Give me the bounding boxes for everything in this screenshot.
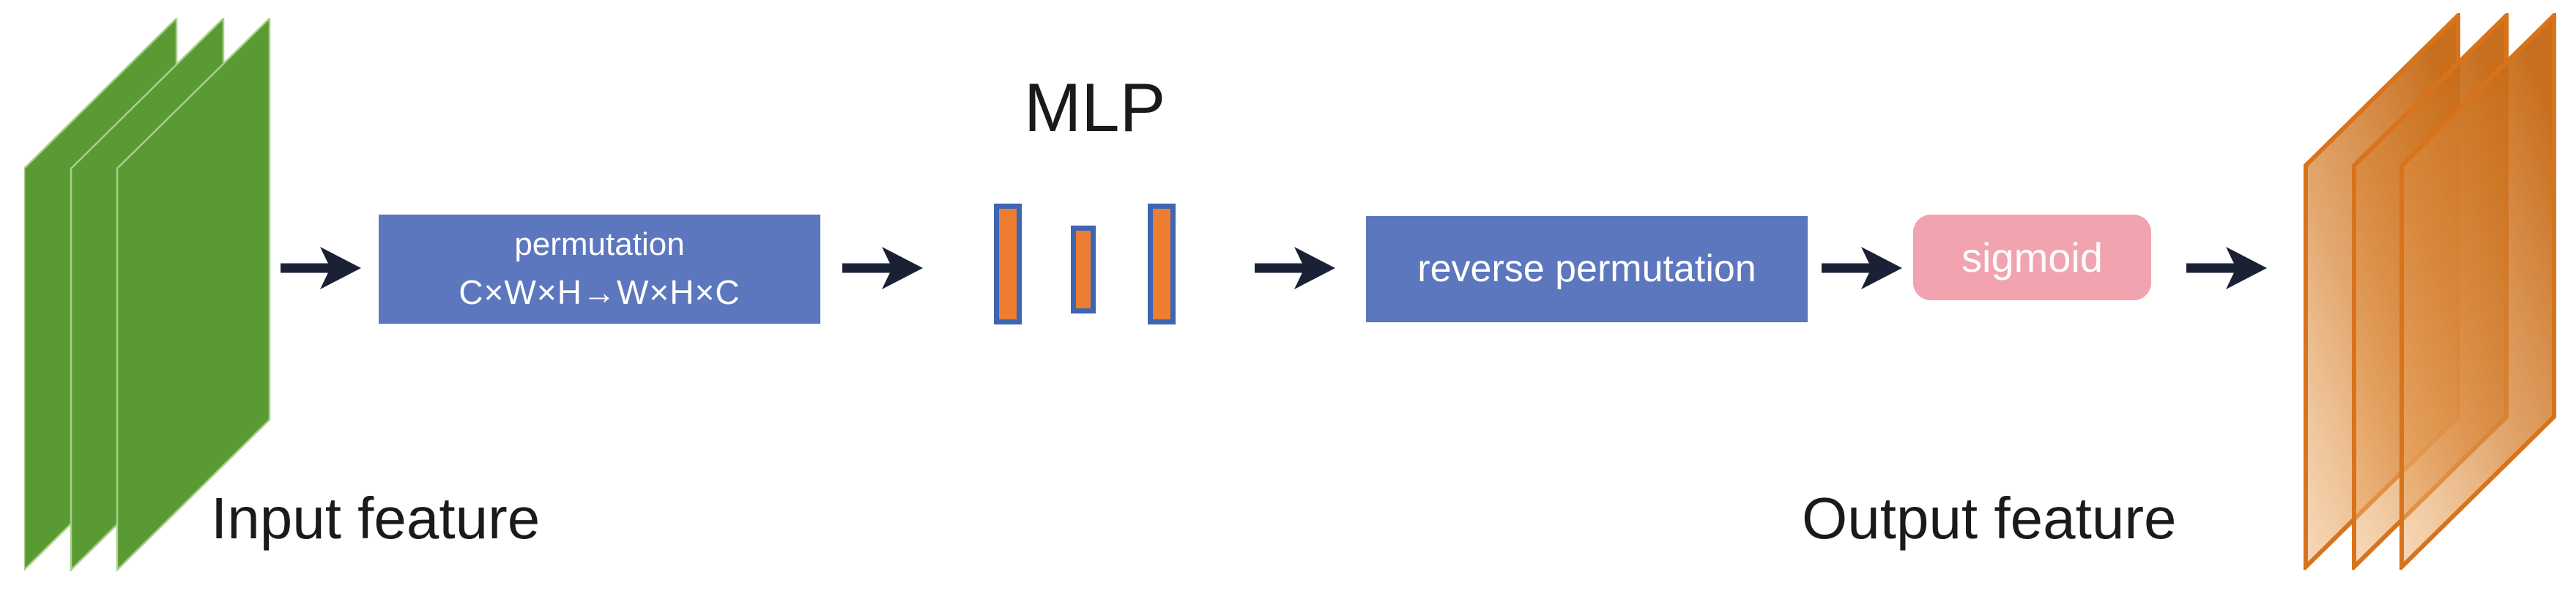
flow-arrow-4	[1822, 247, 1902, 289]
input-feature-stack-icon	[24, 18, 271, 572]
output-feature-label: Output feature	[1802, 486, 2177, 551]
output-feature-stack-icon	[2304, 13, 2556, 570]
flow-arrow-1	[281, 247, 361, 289]
mlp-layer-bar-2	[1071, 226, 1096, 313]
input-plane-front	[116, 18, 271, 572]
output-plane-front	[2399, 13, 2556, 570]
permutation-box: permutation C×W×H→W×H×C	[379, 215, 820, 324]
reverse-permutation-box: reverse permutation	[1366, 216, 1808, 322]
mlp-layer-bar-1	[994, 204, 1022, 324]
input-feature-label: Input feature	[211, 486, 541, 551]
reverse-permutation-box-title: reverse permutation	[1417, 247, 1756, 290]
sigmoid-box-title: sigmoid	[1961, 234, 2103, 281]
flow-arrow-2	[842, 247, 923, 289]
permutation-box-title: permutation	[514, 226, 685, 262]
mlp-layer-bar-3	[1148, 204, 1176, 324]
sigmoid-box: sigmoid	[1913, 215, 2151, 300]
flow-arrow-3	[1255, 247, 1335, 289]
mlp-label: MLP	[1024, 69, 1166, 146]
permutation-box-formula: C×W×H→W×H×C	[459, 273, 740, 312]
flow-arrow-5	[2186, 247, 2267, 289]
